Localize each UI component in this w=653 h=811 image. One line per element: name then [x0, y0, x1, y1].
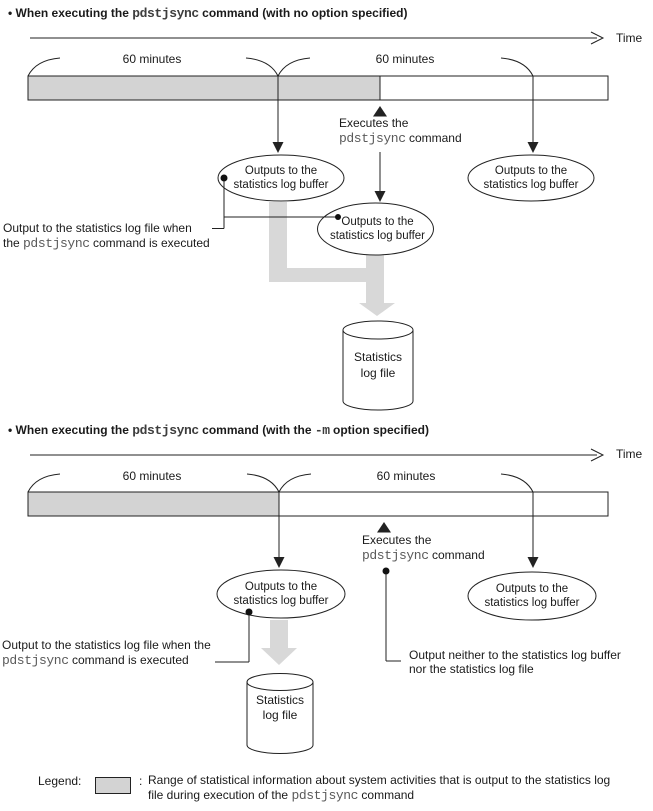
- d1-statistics-log-file-cylinder: [342, 320, 414, 411]
- d2-shaded-output-range: [27, 491, 280, 517]
- d2-time-bar: [27, 491, 609, 517]
- d1-down-arrow-middle: [374, 152, 386, 202]
- d2-down-arrow-right: [527, 516, 539, 568]
- d2-ellipse2-label: Outputs to the statistics log buffer: [484, 583, 580, 609]
- d1-output-label-command: pdstjsync: [23, 236, 90, 251]
- d1-down-arrow-right: [527, 100, 539, 153]
- legend-colon: :: [139, 774, 143, 788]
- d1-heading: • When executing the pdstjsync command (…: [8, 6, 408, 21]
- d2-output-file-label: Output to the statistics log file when t…: [2, 638, 211, 668]
- d2-output-label-command: pdstjsync: [2, 653, 69, 668]
- d2-heading: • When executing the pdstjsync command (…: [8, 423, 430, 438]
- d1-executes-command: pdstjsync: [339, 131, 406, 146]
- d1-time-label: Time: [616, 31, 643, 45]
- d2-no-output-label: Output neither to the statistics log buf…: [409, 648, 621, 676]
- d2-output-dot: [245, 608, 253, 616]
- d2-no-output-connector: [382, 567, 401, 662]
- d2-heading-command: pdstjsync: [132, 423, 199, 438]
- d1-execution-marker-icon: [373, 106, 387, 117]
- d1-heading-pre: • When executing the: [8, 6, 133, 20]
- d1-segment2-label: 60 minutes: [375, 52, 435, 66]
- d1-executes-line2: pdstjsync command: [339, 131, 462, 146]
- d1-time-arrowhead-icon: [590, 31, 605, 45]
- d1-ellipse1-label: Outputs to the statistics log buffer: [233, 165, 329, 191]
- d1-span-brackets: [27, 57, 534, 77]
- d2-span-brackets: [27, 473, 534, 493]
- d2-ellipse1-label: Outputs to the statistics log buffer: [233, 581, 329, 607]
- d1-down-arrow-left: [272, 100, 284, 153]
- d1-output-dot-2: [335, 214, 341, 220]
- d1-bulk-output-arrow: [269, 202, 395, 316]
- d2-time-arrowhead-icon: [590, 448, 605, 462]
- legend-title: Legend:: [38, 774, 82, 788]
- d1-ellipse2-label: Outputs to the statistics log buffer: [329, 216, 426, 242]
- d1-segment1-label: 60 minutes: [122, 52, 182, 66]
- d2-output-connector: [215, 608, 253, 663]
- legend-text: Range of statistical information about s…: [148, 773, 611, 803]
- d2-executes-label: Executes the pdstjsync command: [362, 533, 485, 563]
- d2-down-arrow-left: [273, 516, 285, 568]
- d1-ellipse3-label: Outputs to the statistics log buffer: [483, 165, 579, 191]
- d2-statistics-log-file-cylinder: [246, 673, 314, 754]
- d1-heading-post: command (with no option specified): [198, 6, 408, 20]
- d2-timeline-arrow: [30, 448, 605, 462]
- d2-bulk-output-arrow: [261, 620, 297, 665]
- d1-timeline-arrow: [30, 31, 605, 45]
- d2-no-output-dot: [382, 567, 390, 575]
- d2-executes-command: pdstjsync: [362, 548, 429, 563]
- d2-time-label: Time: [616, 447, 643, 461]
- d2-heading-pre: • When executing the: [8, 423, 133, 437]
- d1-buffer-ellipse-1: [217, 154, 345, 202]
- d1-heading-command: pdstjsync: [132, 6, 199, 21]
- d2-executes-line1: Executes the: [362, 533, 432, 547]
- d2-heading-option: -m: [314, 423, 330, 438]
- d1-time-bar: [27, 75, 609, 101]
- d2-execution-marker-icon: [377, 522, 391, 533]
- d1-output-connector: [212, 174, 341, 229]
- d2-executes-line2: pdstjsync command: [362, 548, 485, 563]
- d1-output-file-label: Output to the statistics log file when t…: [3, 221, 210, 251]
- legend-command: pdstjsync: [291, 788, 359, 803]
- d2-segment2-label: 60 minutes: [376, 469, 436, 483]
- d2-segment1-label: 60 minutes: [122, 469, 182, 483]
- d1-buffer-ellipse-2: [317, 202, 434, 256]
- d1-cylinder-label: Statistics log file: [353, 350, 402, 380]
- d2-buffer-ellipse-1: [216, 569, 346, 619]
- d1-executes-line1: Executes the: [339, 116, 409, 130]
- d1-output-dot-1: [220, 174, 228, 182]
- d1-buffer-ellipse-3: [467, 154, 595, 202]
- d1-shaded-output-range: [27, 75, 381, 101]
- d2-cylinder-label: Statistics log file: [255, 693, 304, 722]
- d1-executes-label: Executes the pdstjsync command: [339, 116, 462, 146]
- d2-buffer-ellipse-2: [467, 571, 597, 621]
- legend-swatch: [95, 777, 131, 794]
